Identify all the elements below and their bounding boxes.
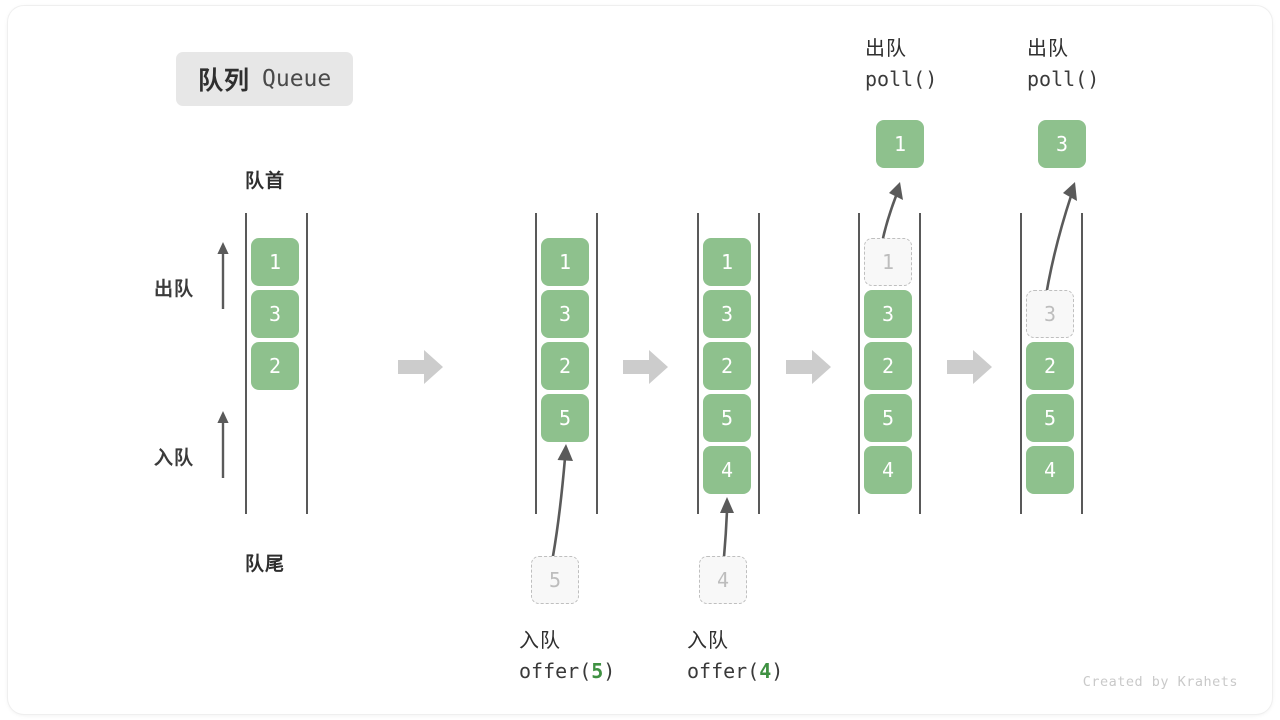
queue-column-after-offer-4: 1 3 2 5 4	[697, 213, 760, 514]
step-arrow-icon	[786, 350, 831, 384]
queue-rail-left	[1020, 213, 1022, 514]
queue-rail-left	[697, 213, 699, 514]
queue-rail-left	[245, 213, 247, 514]
operation-label-code: offer(5)	[519, 659, 616, 683]
queue-rail-right	[1081, 213, 1083, 514]
step-arrow-icon	[398, 350, 443, 384]
operation-label-offer-4: 入队 offer(4)	[687, 626, 783, 686]
operation-label-chinese: 出队	[865, 38, 907, 60]
queue-cell: 5	[1026, 394, 1074, 442]
queue-cell: 5	[864, 394, 912, 442]
step-arrow-icon	[623, 350, 668, 384]
queue-rail-left	[858, 213, 860, 514]
popped-element: 3	[1038, 120, 1086, 168]
queue-cell: 2	[703, 342, 751, 390]
queue-rail-right	[596, 213, 598, 514]
operation-label-code: poll()	[1027, 67, 1100, 91]
queue-cell: 1	[541, 238, 589, 286]
queue-cell-removed: 1	[864, 238, 912, 286]
queue-cell: 3	[864, 290, 912, 338]
enqueue-motion-arrow-icon	[551, 444, 573, 558]
operation-label-poll-1: 出队 poll()	[865, 34, 937, 94]
step-arrow-icon	[947, 350, 992, 384]
title-english: Queue	[262, 66, 332, 92]
incoming-element-ghost: 4	[699, 556, 747, 604]
queue-cell: 4	[1026, 446, 1074, 494]
queue-cell: 2	[864, 342, 912, 390]
operation-label-chinese: 入队	[687, 630, 729, 652]
queue-rail-right	[306, 213, 308, 514]
operation-label-code: offer(4)	[687, 659, 784, 683]
footer-credit: Created by Krahets	[1082, 674, 1238, 690]
queue-cell: 4	[703, 446, 751, 494]
queue-column-after-poll-1: 1 3 2 5 4	[858, 213, 921, 514]
queue-column-after-offer-5: 1 3 2 5	[535, 213, 598, 514]
dequeue-up-arrow-icon	[217, 242, 229, 309]
queue-tail-label: 队尾	[245, 554, 286, 575]
queue-cell: 5	[703, 394, 751, 442]
incoming-element-ghost: 5	[531, 556, 579, 604]
operation-label-chinese: 出队	[1027, 38, 1069, 60]
queue-column-after-poll-3: 3 2 5 4	[1020, 213, 1083, 514]
queue-cell: 3	[251, 290, 299, 338]
operation-label-offer-5: 入队 offer(5)	[519, 626, 615, 686]
queue-cell: 2	[541, 342, 589, 390]
queue-cell-removed: 3	[1026, 290, 1074, 338]
queue-cell: 1	[251, 238, 299, 286]
queue-cell: 5	[541, 394, 589, 442]
queue-cell: 3	[541, 290, 589, 338]
operation-label-poll-3: 出队 poll()	[1027, 34, 1099, 94]
queue-cell: 4	[864, 446, 912, 494]
dequeue-direction-label: 出队	[154, 279, 195, 300]
queue-rail-left	[535, 213, 537, 514]
queue-head-label: 队首	[245, 171, 286, 192]
queue-cell: 2	[1026, 342, 1074, 390]
operation-label-code: poll()	[865, 67, 938, 91]
popped-element: 1	[876, 120, 924, 168]
title-chinese: 队列	[198, 67, 251, 95]
diagram-card: 队列 Queue 队首 队尾 出队 入队 1 3 2	[8, 6, 1272, 714]
queue-cell: 2	[251, 342, 299, 390]
diagram-title-badge: 队列 Queue	[176, 52, 354, 106]
queue-column-initial: 1 3 2	[245, 213, 308, 514]
enqueue-up-arrow-icon	[217, 411, 229, 478]
queue-cell: 1	[703, 238, 751, 286]
queue-rail-right	[919, 213, 921, 514]
queue-rail-right	[758, 213, 760, 514]
operation-label-chinese: 入队	[519, 630, 561, 652]
enqueue-motion-arrow-icon	[720, 497, 734, 559]
queue-cell: 3	[703, 290, 751, 338]
enqueue-direction-label: 入队	[154, 448, 195, 469]
